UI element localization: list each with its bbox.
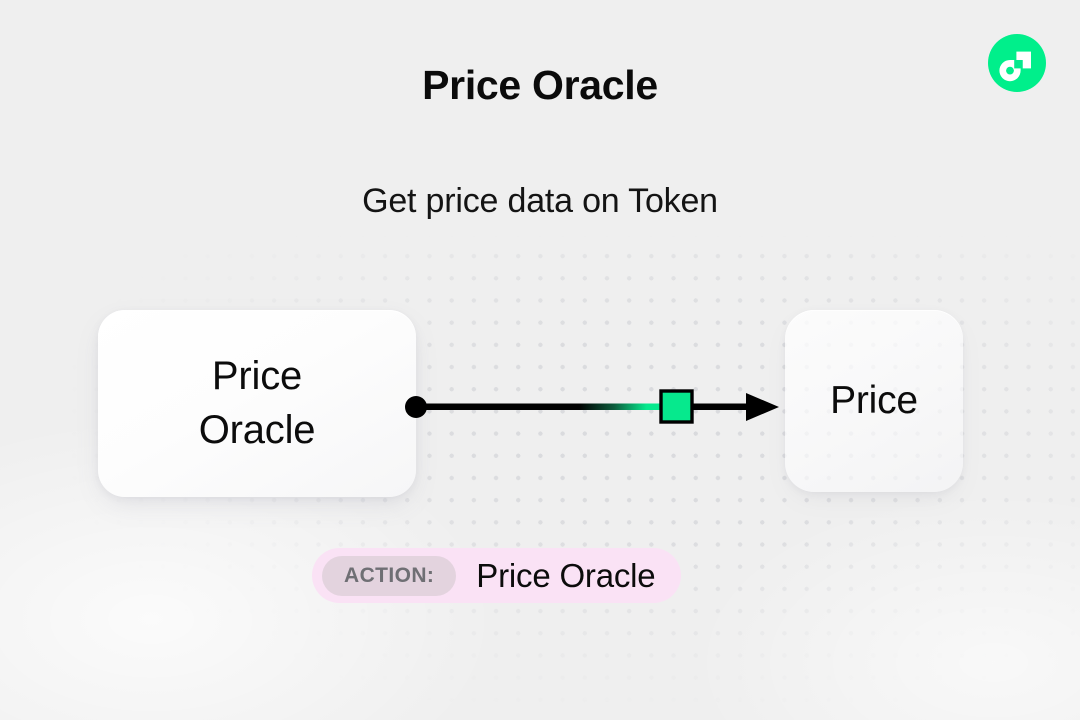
source-node-label-line1: Price	[211, 354, 303, 399]
page-title: Price Oracle	[422, 62, 658, 108]
action-badge-chip-label: ACTION:	[322, 555, 457, 596]
action-badge-value: Price Oracle	[476, 557, 656, 594]
source-node-card[interactable]: Price Oracle	[98, 310, 416, 497]
source-node-label: Price Oracle	[199, 350, 316, 456]
node-connector	[398, 378, 790, 436]
connector-arrow-head	[746, 393, 779, 421]
target-node-label: Price	[830, 378, 918, 422]
source-node-label-line2: Oracle	[198, 407, 316, 452]
flow-logo	[988, 34, 1046, 92]
page-subtitle: Get price data on Token	[362, 182, 718, 220]
action-badge[interactable]: ACTION: Price Oracle	[312, 548, 682, 603]
target-node-card[interactable]: Price	[785, 310, 963, 492]
connector-start-dot	[405, 396, 427, 418]
connector-midpoint-node	[659, 389, 694, 424]
